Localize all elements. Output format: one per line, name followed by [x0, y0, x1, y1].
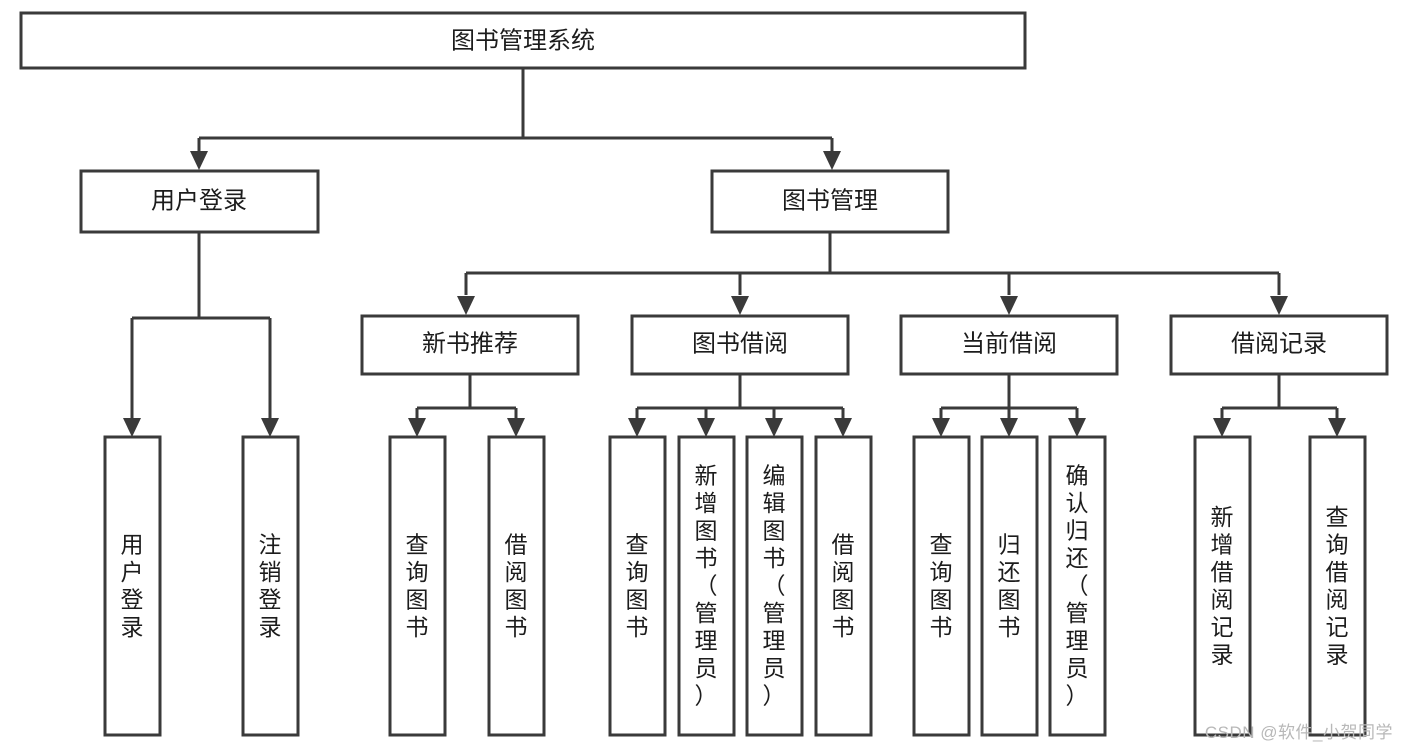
node-new-book-recommend-label: 新书推荐 [422, 330, 518, 357]
connector-current-borrow-to-leaves [932, 374, 1086, 437]
leaf-user-login[interactable]: 用户登录 [103, 435, 162, 737]
csdn-watermark: CSDN @软件_小贺同学 [1204, 723, 1393, 742]
leaf-borrow-book-2[interactable]: 借阅图书 [814, 435, 873, 737]
leaf-borrow-book-1-box[interactable] [487, 435, 546, 737]
node-current-borrow[interactable]: 当前借阅 [899, 314, 1119, 376]
leaf-borrow-book-2-label: 借阅图书 [832, 531, 855, 640]
leaf-query-book-3-box[interactable] [912, 435, 971, 737]
leaf-confirm-return-label: 确认归还（管理员） [1066, 463, 1089, 709]
connector-user-login-to-leaves [123, 232, 279, 437]
leaf-edit-book-box[interactable] [745, 435, 804, 737]
leaf-query-book-2-box[interactable] [608, 435, 667, 737]
leaf-user-login-label: 用户登录 [121, 531, 144, 640]
leaf-edit-book[interactable]: 编辑图书（管理员） [745, 435, 804, 737]
leaf-query-book-1[interactable]: 查询图书 [388, 435, 447, 737]
node-root-label: 图书管理系统 [451, 27, 595, 54]
connector-new-book-recommend-to-leaves [408, 374, 525, 437]
node-root-box[interactable] [19, 11, 1027, 70]
leaf-borrow-book-1[interactable]: 借阅图书 [487, 435, 546, 737]
node-new-book-recommend[interactable]: 新书推荐 [360, 314, 580, 376]
leaf-query-book-3[interactable]: 查询图书 [912, 435, 971, 737]
leaf-query-record-label: 查询借阅记录 [1326, 504, 1349, 668]
leaf-borrow-book-2-box[interactable] [814, 435, 873, 737]
leaf-user-logout-box[interactable] [241, 435, 300, 737]
leaf-borrow-book-1-label: 借阅图书 [505, 531, 528, 640]
node-book-borrow[interactable]: 图书借阅 [630, 314, 850, 376]
leaf-return-book[interactable]: 归还图书 [980, 435, 1039, 737]
leaf-user-login-box[interactable] [103, 435, 162, 737]
leaf-add-record[interactable]: 新增借阅记录 [1193, 435, 1252, 737]
leaf-query-book-1-box[interactable] [388, 435, 447, 737]
leaf-user-logout[interactable]: 注销登录 [241, 435, 300, 737]
connector-book-manage-to-level3 [457, 232, 1288, 315]
node-root[interactable]: 图书管理系统 [19, 11, 1027, 70]
leaf-add-record-box[interactable] [1193, 435, 1252, 737]
node-user-login[interactable]: 用户登录 [79, 169, 320, 234]
node-book-manage-box[interactable] [710, 169, 950, 234]
leaf-user-logout-label: 注销登录 [259, 531, 282, 640]
node-current-borrow-box[interactable] [899, 314, 1119, 376]
node-borrow-record-label: 借阅记录 [1231, 330, 1327, 357]
node-book-manage-label: 图书管理 [782, 187, 878, 214]
leaf-edit-book-label: 编辑图书（管理员） [763, 463, 786, 709]
leaf-confirm-return-box[interactable] [1048, 435, 1107, 737]
node-user-login-box[interactable] [79, 169, 320, 234]
leaf-query-book-3-label: 查询图书 [930, 531, 953, 640]
node-book-borrow-label: 图书借阅 [692, 330, 788, 357]
leaf-confirm-return[interactable]: 确认归还（管理员） [1048, 435, 1107, 737]
node-user-login-label: 用户登录 [151, 187, 247, 214]
node-book-borrow-box[interactable] [630, 314, 850, 376]
leaf-add-record-label: 新增借阅记录 [1211, 504, 1234, 668]
leaf-add-book-box[interactable] [677, 435, 736, 737]
connector-book-borrow-to-leaves [628, 374, 852, 437]
leaf-query-record-box[interactable] [1308, 435, 1367, 737]
leaf-query-record[interactable]: 查询借阅记录 [1308, 435, 1367, 737]
leaf-query-book-2[interactable]: 查询图书 [608, 435, 667, 737]
leaf-add-book-label: 新增图书（管理员） [695, 463, 718, 709]
node-book-manage[interactable]: 图书管理 [710, 169, 950, 234]
node-current-borrow-label: 当前借阅 [961, 330, 1057, 357]
connector-root-to-level2 [190, 68, 841, 170]
leaf-query-book-2-label: 查询图书 [626, 531, 649, 640]
node-borrow-record-box[interactable] [1169, 314, 1389, 376]
leaf-return-book-label: 归还图书 [998, 531, 1021, 640]
leaf-return-book-box[interactable] [980, 435, 1039, 737]
connector-borrow-record-to-leaves [1213, 374, 1346, 437]
node-new-book-recommend-box[interactable] [360, 314, 580, 376]
leaf-add-book[interactable]: 新增图书（管理员） [677, 435, 736, 737]
leaf-query-book-1-label: 查询图书 [406, 531, 429, 640]
node-borrow-record[interactable]: 借阅记录 [1169, 314, 1389, 376]
